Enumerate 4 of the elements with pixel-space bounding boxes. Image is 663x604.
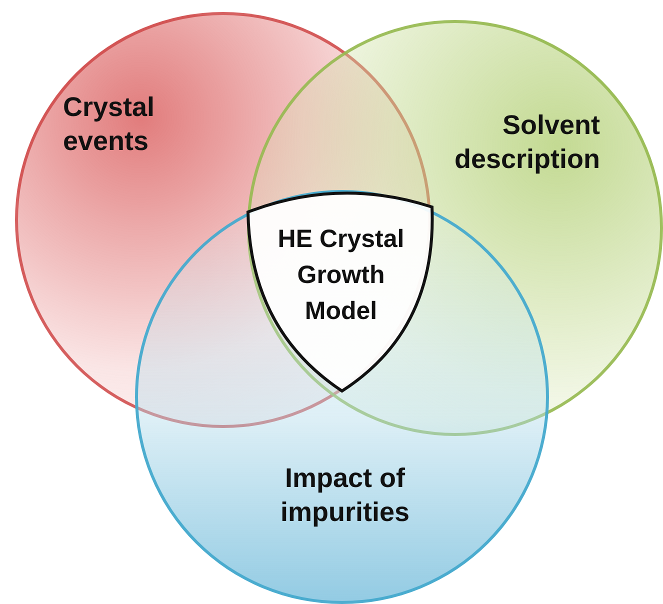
region-label: Solvent description (453, 109, 600, 176)
region-label: Crystal events (63, 91, 156, 158)
region-label: Impact of impurities (279, 462, 411, 529)
region-label: HE Crystal Growth Model (276, 224, 406, 327)
